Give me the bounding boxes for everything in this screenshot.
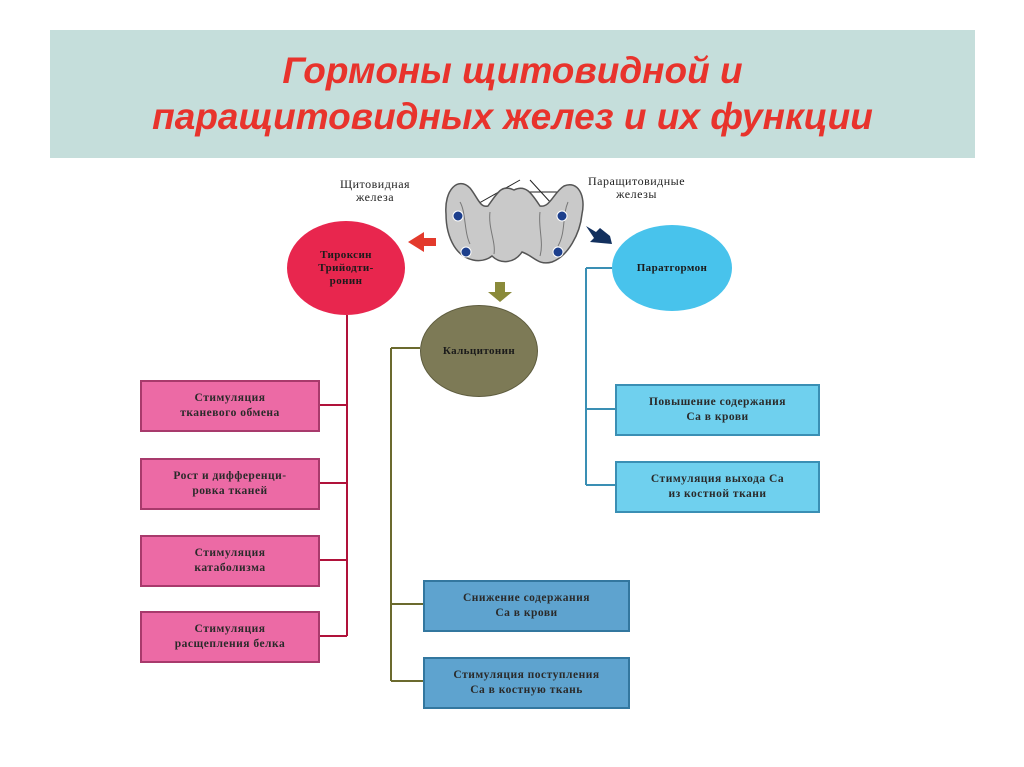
function-box-catabolism: Стимуляция катаболизма <box>140 535 320 587</box>
function-box-growth: Рост и дифференци- ровка тканей <box>140 458 320 510</box>
arrow-left-red <box>408 232 436 252</box>
function-box-calcium-to-bone: Стимуляция поступления Са в костную ткан… <box>423 657 630 709</box>
title-line-1: Гормоны щитовидной и <box>282 50 743 91</box>
function-box-calcium-from-bone: Стимуляция выхода Са из костной ткани <box>615 461 820 513</box>
parathyroid-caption: Паращитовидные железы <box>588 174 686 201</box>
title-line-2: паращитовидных желез и их функции <box>152 96 873 137</box>
function-box-raise-calcium: Повышение содержания Са в крови <box>615 384 820 436</box>
function-box-protein-breakdown: Стимуляция расщепления белка <box>140 611 320 663</box>
parathormone-label: Паратгормон <box>636 261 708 274</box>
parathormone-circle: Паратгормон <box>612 225 732 311</box>
title-banner: Гормоны щитовидной и паращитовидных желе… <box>50 30 975 158</box>
function-box-tissue-metabolism: Стимуляция тканевого обмена <box>140 380 320 432</box>
thyroid-gland-icon <box>445 182 584 264</box>
calcitonin-circle: Кальцитонин <box>420 305 538 397</box>
function-box-lower-calcium: Снижение содержания Са в крови <box>423 580 630 632</box>
thyroxine-label: Тироксин Трийодти- ронин <box>318 248 374 287</box>
thyroxine-circle: Тироксин Трийодти- ронин <box>287 221 405 315</box>
calcitonin-label: Кальцитонин <box>442 344 516 357</box>
arrow-down-olive <box>488 282 512 302</box>
arrow-right-navy <box>586 226 612 244</box>
thyroid-caption: Щитовидная железа <box>340 177 411 204</box>
